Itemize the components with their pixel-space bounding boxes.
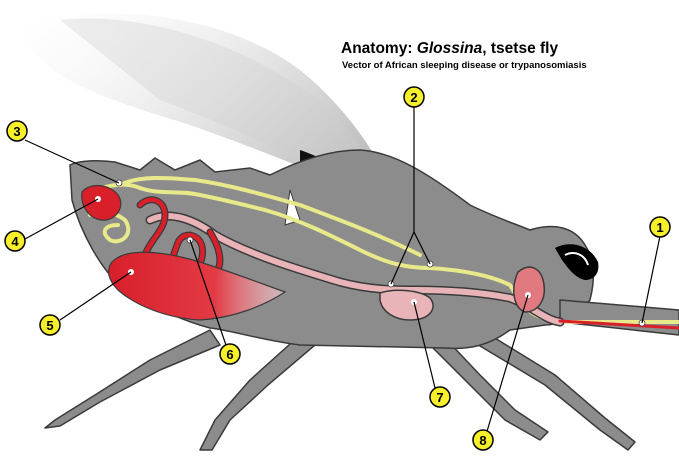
svg-text:6: 6 bbox=[226, 347, 233, 362]
callout-1: 1 bbox=[650, 217, 670, 237]
title-prefix: Anatomy: bbox=[341, 40, 417, 57]
callout-4: 4 bbox=[5, 231, 25, 251]
legs bbox=[45, 330, 635, 450]
title-suffix: , tsetse fly bbox=[482, 40, 558, 57]
svg-text:2: 2 bbox=[410, 90, 417, 105]
svg-text:7: 7 bbox=[436, 390, 443, 405]
diagram-subtitle: Vector of African sleeping disease or tr… bbox=[342, 60, 587, 71]
svg-text:1: 1 bbox=[656, 220, 663, 235]
callout-5: 5 bbox=[40, 315, 60, 335]
svg-text:8: 8 bbox=[479, 433, 486, 448]
callout-8: 8 bbox=[473, 430, 493, 450]
callout-2: 2 bbox=[404, 87, 424, 107]
title-genus: Glossina bbox=[417, 40, 482, 57]
svg-text:3: 3 bbox=[13, 124, 20, 139]
svg-text:5: 5 bbox=[46, 318, 53, 333]
svg-text:4: 4 bbox=[11, 234, 19, 249]
proboscis bbox=[560, 300, 679, 335]
diagram-title: Anatomy: Glossina, tsetse fly bbox=[341, 40, 558, 58]
callout-6: 6 bbox=[220, 344, 240, 364]
callout-7: 7 bbox=[430, 387, 450, 407]
pharynx-bulb bbox=[514, 267, 545, 312]
callout-3: 3 bbox=[7, 121, 27, 141]
